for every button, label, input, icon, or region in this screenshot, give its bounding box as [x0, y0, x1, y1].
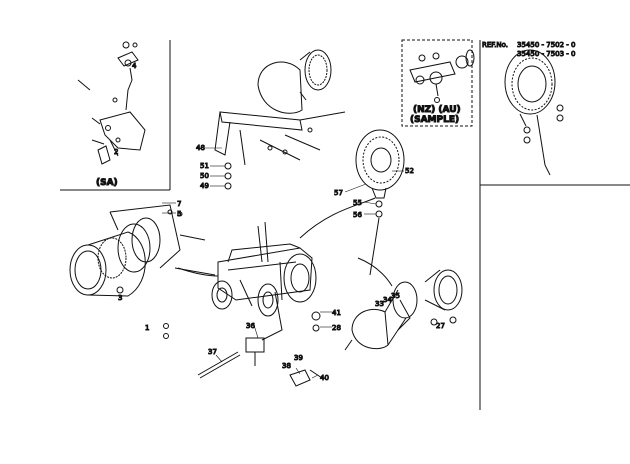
ref-part-2: 35450 - 7503 - 0	[517, 50, 576, 58]
callout-48: 48	[196, 144, 205, 152]
leader-lines	[162, 147, 404, 379]
callout-49: 49	[200, 182, 209, 190]
frame-lines	[60, 39, 630, 410]
callout-35: 35	[391, 292, 400, 300]
callout-27: 27	[436, 322, 445, 330]
callout-51: 51	[200, 162, 209, 170]
nz-au-label: (NZ) (AU)	[413, 105, 461, 115]
callout-38: 38	[282, 362, 291, 370]
callout-56: 56	[353, 211, 362, 219]
callout-39: 39	[294, 354, 303, 362]
callout-3: 3	[118, 294, 122, 302]
ref-part-1: 35450 - 7502 - 0	[517, 41, 576, 49]
callout-37: 37	[208, 348, 217, 356]
callout-36: 36	[246, 322, 255, 330]
sample-label: (SAMPLE)	[410, 115, 459, 125]
wiring-and-hardware	[163, 267, 323, 387]
callout-55: 55	[353, 199, 362, 207]
sa-inset-bracket	[77, 41, 146, 165]
callout-57: 57	[334, 189, 343, 197]
callout-1: 1	[145, 324, 149, 332]
nz-au-inset	[409, 49, 475, 103]
callout-40: 40	[320, 374, 329, 382]
lamp-52	[299, 129, 405, 276]
reference-lamp	[504, 49, 564, 176]
callout-4: 4	[132, 62, 137, 70]
headlamp-assembly-left	[69, 204, 216, 297]
callout-7: 7	[177, 200, 181, 208]
callout-5: 5	[177, 210, 181, 218]
tractor-body	[211, 221, 317, 317]
callout-41: 41	[332, 309, 341, 317]
callout-2: 2	[114, 148, 118, 156]
work-lamp-lower	[344, 257, 463, 351]
callout-50: 50	[200, 172, 209, 180]
callout-52: 52	[405, 167, 414, 175]
callout-28: 28	[332, 324, 341, 332]
ref-prefix: REF.No.	[482, 41, 508, 49]
work-lamp-upper	[214, 49, 346, 190]
callout-33: 33	[375, 300, 384, 308]
callout-34: 34	[383, 296, 392, 304]
sa-label: (SA)	[96, 178, 118, 188]
